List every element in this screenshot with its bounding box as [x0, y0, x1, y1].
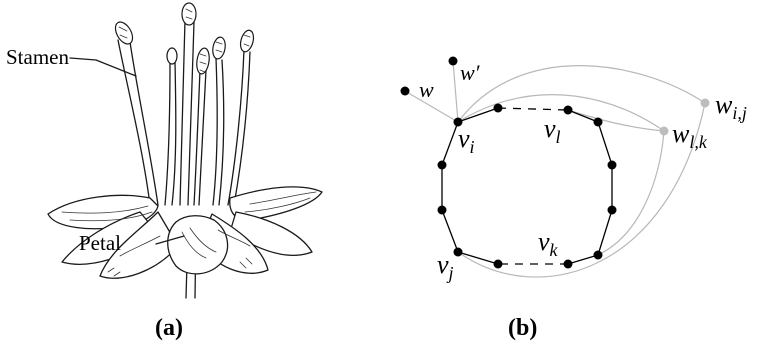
node-cycle: [607, 205, 617, 215]
node-cycle: [493, 103, 503, 113]
node-cycle: [437, 160, 447, 170]
node-wlk: [659, 126, 669, 136]
node-vi: [453, 117, 463, 127]
stamen-leader-line: [69, 57, 137, 77]
label-wprime: w′: [460, 60, 481, 85]
label-wlk: wl,k: [672, 119, 708, 152]
node-w: [400, 86, 410, 96]
edge-vi-wij: [457, 65, 706, 123]
label-vj: vj: [437, 250, 454, 283]
node-wprime: [448, 56, 458, 66]
edge-vi-wlk: [457, 94, 665, 132]
label-w: w: [419, 77, 434, 102]
node-cycle: [607, 160, 617, 170]
node-wij: [700, 98, 710, 108]
cycle-edge: [457, 107, 499, 123]
petal-leader-line: [155, 235, 185, 245]
graph-diagram: [400, 56, 710, 278]
stamen-label: Stamen: [6, 45, 69, 69]
node-cycle: [593, 117, 603, 127]
edge-vk-wlk: [597, 130, 665, 256]
cycle-edge-dashed: [497, 107, 569, 111]
cycle-edge: [567, 109, 613, 265]
caption-b: (b): [508, 315, 537, 341]
edge-vj-wij: [457, 102, 706, 278]
label-vl: vl: [544, 114, 561, 147]
node-vj: [453, 247, 463, 257]
label-wij: wi,j: [715, 90, 747, 123]
node-cycle: [437, 205, 447, 215]
node-cycle: [593, 250, 603, 260]
node-cycle: [493, 259, 503, 269]
label-vi: vi: [458, 124, 475, 157]
edge-vi-wprime: [452, 60, 459, 123]
node-vk: [563, 259, 573, 269]
edge-vi-w: [404, 90, 459, 123]
petal-label: Petal: [79, 231, 121, 255]
node-vl: [563, 105, 573, 115]
edge-vl-wlk: [567, 109, 665, 132]
caption-a: (a): [155, 315, 183, 341]
label-vk: vk: [538, 227, 559, 260]
flower-illustration: [47, 2, 323, 299]
